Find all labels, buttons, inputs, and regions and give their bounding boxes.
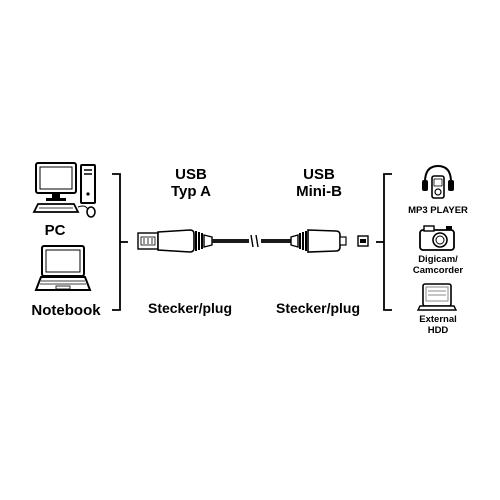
usb-minib-plug-label: Stecker/plug bbox=[275, 300, 361, 316]
notebook-icon bbox=[34, 245, 92, 291]
mp3-player-label: MP3 PLAYER bbox=[408, 205, 468, 216]
usb-a-line1: USB bbox=[175, 166, 207, 183]
usb-minib-plug-body bbox=[290, 229, 347, 253]
mp3-player-icon bbox=[422, 164, 454, 199]
cable-line bbox=[212, 234, 291, 248]
camera-label: Digicam/ Camcorder bbox=[404, 254, 472, 276]
usb-minib-line1: USB bbox=[303, 166, 335, 183]
usb-cable bbox=[137, 229, 369, 253]
camera-label-line2: Camcorder bbox=[412, 265, 464, 276]
left-bracket bbox=[112, 173, 128, 311]
hdd-label: External HDD bbox=[404, 314, 472, 336]
camera-icon bbox=[419, 225, 455, 251]
usb-minib-line2: Mini-B bbox=[296, 183, 342, 200]
notebook-label: Notebook bbox=[31, 302, 101, 319]
usb-a-title: USB Typ A bbox=[158, 166, 224, 200]
usb-a-plug-face bbox=[137, 232, 159, 250]
usb-a-plug-label: Stecker/plug bbox=[147, 300, 233, 316]
camera-label-line1: Digicam/ bbox=[418, 254, 458, 265]
pc-icon bbox=[32, 162, 96, 218]
external-hdd-icon bbox=[416, 283, 458, 311]
hdd-label-line2: HDD bbox=[427, 325, 449, 336]
usb-minib-title: USB Mini-B bbox=[286, 166, 352, 200]
right-bracket bbox=[376, 173, 392, 311]
hdd-label-line1: External bbox=[419, 314, 457, 325]
usb-minib-plug-face bbox=[357, 235, 369, 247]
usb-a-plug-body bbox=[157, 229, 213, 253]
usb-a-line2: Typ A bbox=[171, 183, 211, 200]
pc-label: PC bbox=[44, 222, 66, 239]
